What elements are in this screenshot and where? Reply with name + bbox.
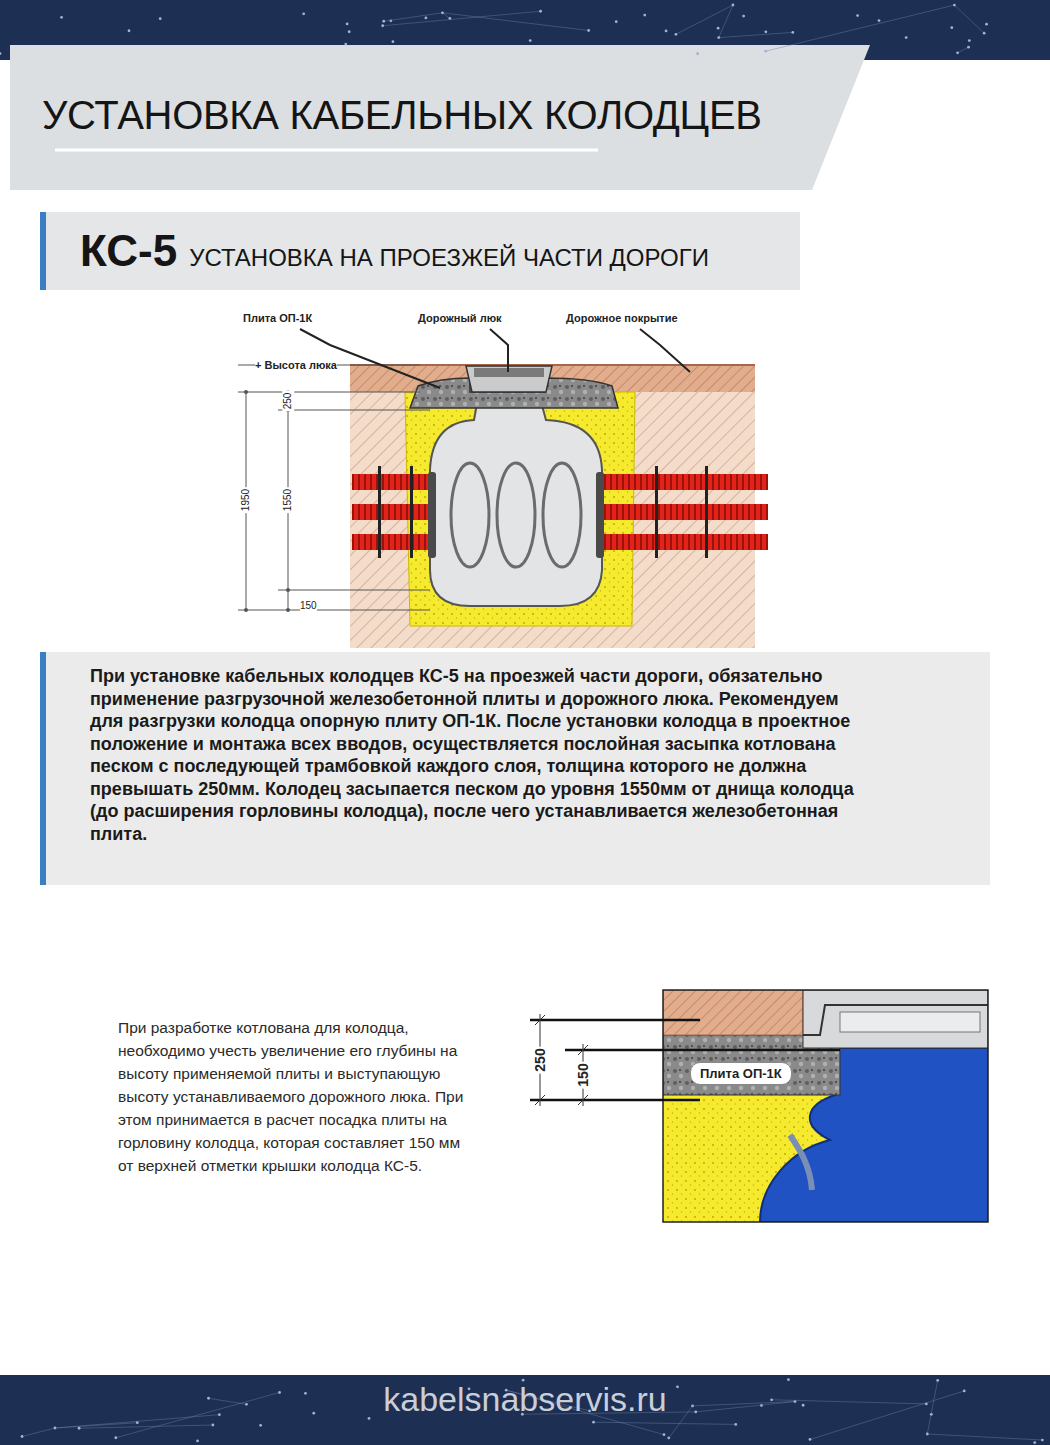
dimension: 250 xyxy=(282,391,294,412)
title-band xyxy=(10,45,870,190)
part-name: Плита ОП-1К xyxy=(700,1066,782,1081)
note-panel: При установке кабельных колодцев КС-5 на… xyxy=(40,652,990,885)
heading-code: КС-5 xyxy=(80,226,177,276)
part-name: Плита ОП-1К xyxy=(243,312,312,325)
section-heading: КС-5 УСТАНОВКА НА ПРОЕЗЖЕЙ ЧАСТИ ДОРОГИ xyxy=(40,212,800,290)
slab-label-box: Плита ОП-1К xyxy=(690,1062,792,1085)
dimension: 150 xyxy=(575,1061,591,1088)
dimension: 1950 xyxy=(240,487,252,513)
note-text: При разработке котлована для колодца, не… xyxy=(118,1016,478,1177)
slab-detail-drawing xyxy=(530,990,988,1222)
bottom-banner xyxy=(0,1375,1050,1445)
dimension: 1550 xyxy=(282,487,294,513)
well-section-drawing xyxy=(238,329,768,648)
watermark: kabelsnabservis.ru xyxy=(383,1380,666,1419)
dimension: 150 xyxy=(300,600,317,612)
network-texture xyxy=(0,4,988,56)
page-title: УСТАНОВКА КАБЕЛЬНЫХ КОЛОДЦЕВ xyxy=(42,93,762,138)
title-underline xyxy=(55,149,598,152)
network-texture xyxy=(21,1378,1044,1444)
heading-text: УСТАНОВКА НА ПРОЕЗЖЕЙ ЧАСТИ ДОРОГИ xyxy=(189,244,709,272)
dimension: 250 xyxy=(532,1046,548,1073)
dimension-note: + Высота люка xyxy=(255,359,337,372)
part-name: Дорожное покрытие xyxy=(566,312,678,325)
note-text: При установке кабельных колодцев КС-5 на… xyxy=(90,665,862,845)
part-name: Дорожный люк xyxy=(418,312,502,325)
